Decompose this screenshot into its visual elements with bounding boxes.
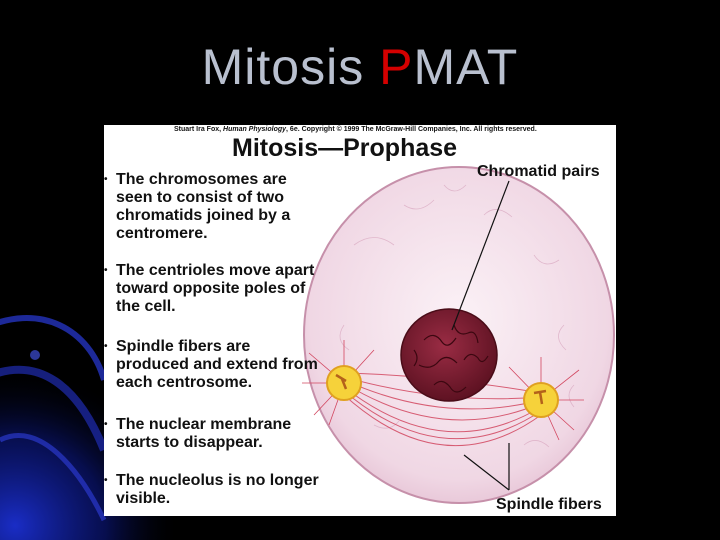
prophase-figure: Stuart Ira Fox, Human Physiology, 6e. Co… [104, 125, 616, 516]
cytoskeleton-strands [339, 184, 575, 448]
title-main: Mitosis [201, 39, 380, 95]
bullet-marker: • [104, 174, 108, 185]
nucleus [400, 308, 498, 402]
bullet-marker: • [104, 265, 108, 276]
copyright-credit: Stuart Ira Fox, Human Physiology, 6e. Co… [174, 126, 537, 133]
bullet-centrioles: • The centrioles move apart toward oppos… [104, 262, 315, 315]
figure-title: Mitosis—Prophase [232, 134, 458, 162]
title-accent-letter: P [379, 39, 414, 95]
label-chromatid-pairs: Chromatid pairs [477, 163, 600, 180]
chromatid-pointer [451, 180, 510, 331]
bullet-chromosomes: • The chromosomes are seen to consist of… [104, 171, 291, 242]
cell-illustration [302, 166, 615, 504]
bullet-marker: • [104, 341, 108, 352]
spindle-fibers [343, 372, 542, 447]
spindle-pointer-1 [463, 454, 510, 491]
bullet-nucleolus: • The nucleolus is no longer visible. [104, 472, 319, 507]
bullet-spindle-fibers: • Spindle fibers are produced and extend… [104, 338, 318, 391]
label-spindle-fibers: Spindle fibers [496, 496, 602, 513]
bullet-marker: • [104, 475, 108, 486]
slide-title: Mitosis PMAT [0, 38, 720, 96]
title-rest: MAT [413, 39, 519, 95]
bullet-nuclear-membrane: • The nuclear membrane starts to disappe… [104, 416, 292, 451]
chromatid-pairs [413, 324, 489, 393]
bullet-marker: • [104, 419, 108, 430]
